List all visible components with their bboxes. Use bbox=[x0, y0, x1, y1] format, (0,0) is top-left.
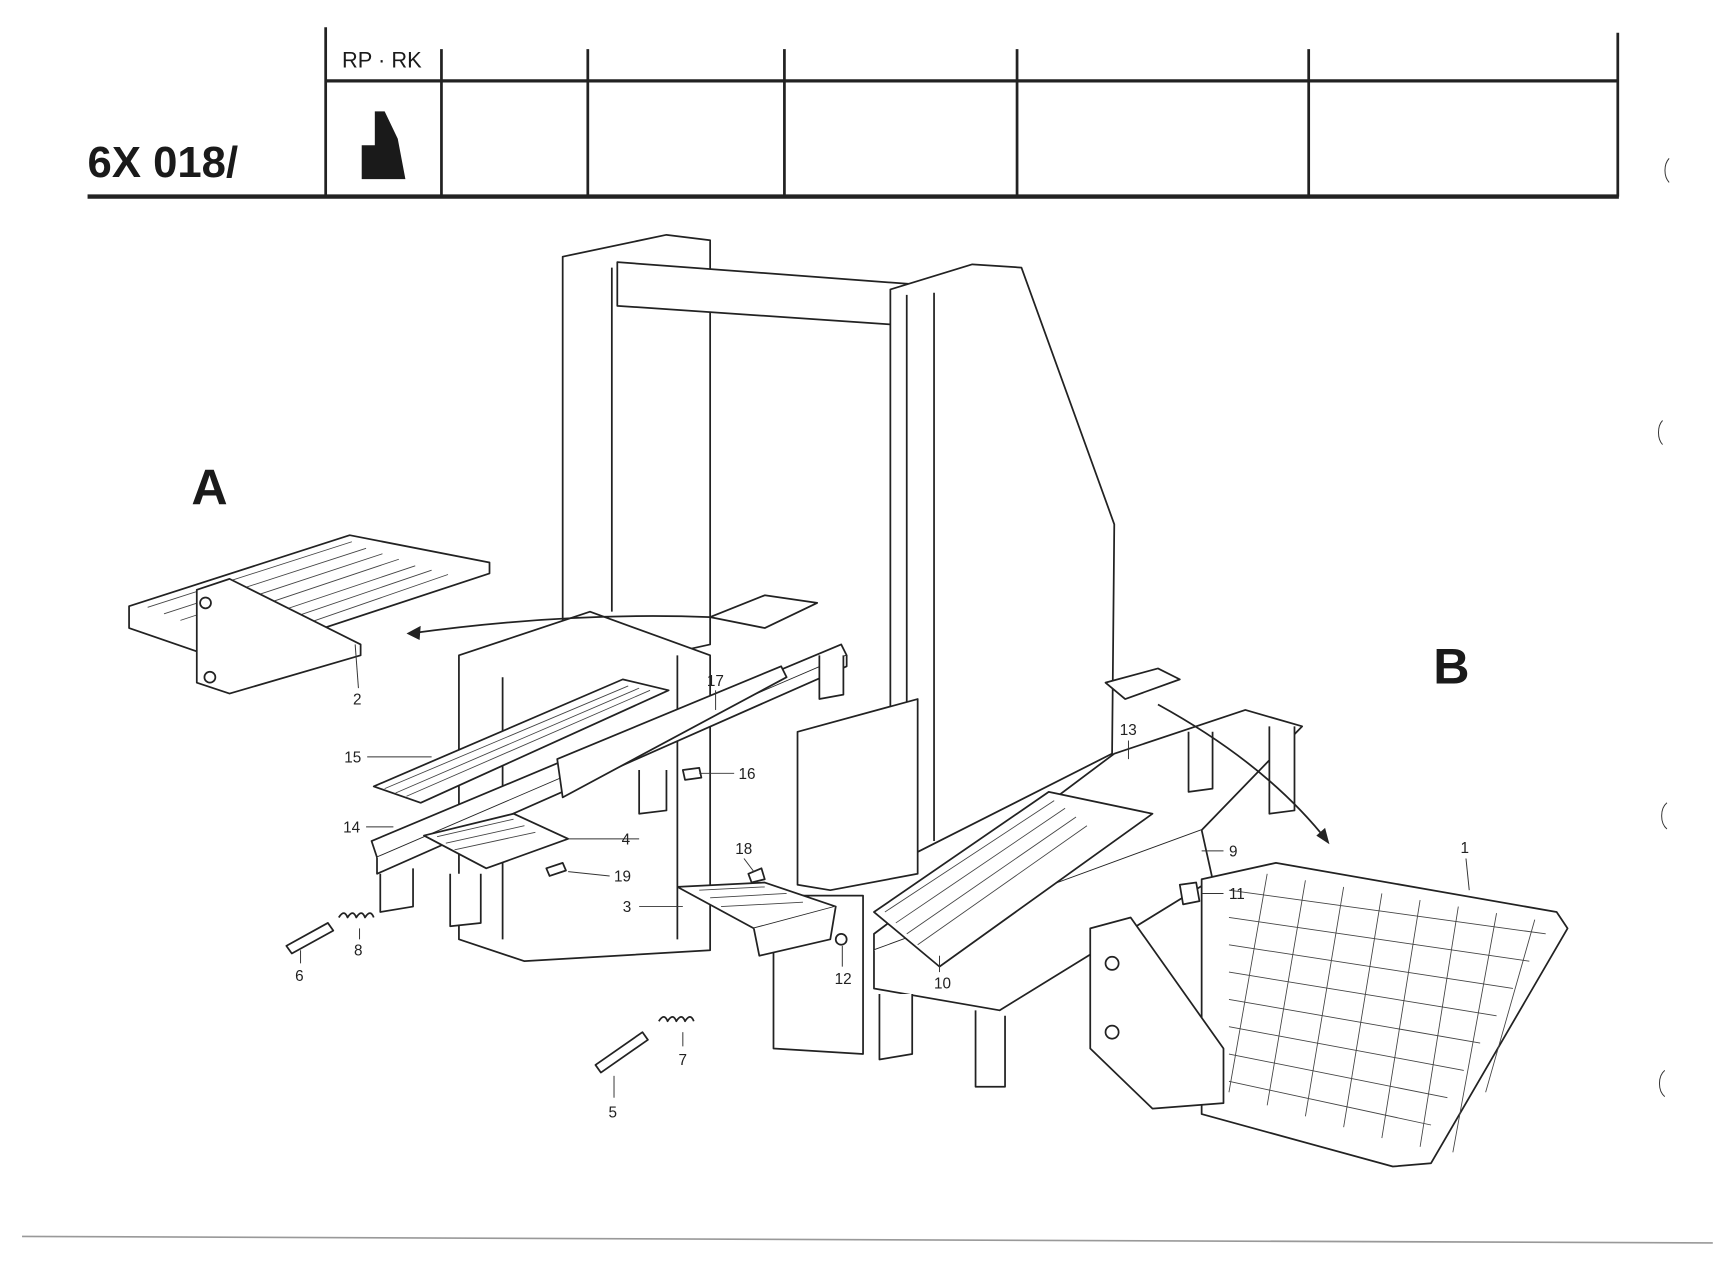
page-edge bbox=[22, 1235, 1713, 1244]
callout-5: 5 bbox=[609, 1104, 618, 1121]
callout-17: 17 bbox=[707, 673, 724, 690]
callout-14: 14 bbox=[343, 819, 360, 836]
callout-7: 7 bbox=[678, 1052, 687, 1069]
part-number: 6X 018/ bbox=[88, 138, 239, 187]
right-rail-assembly bbox=[834, 667, 1304, 1088]
leader-lines bbox=[300, 644, 1470, 1098]
view-label-b: B bbox=[1433, 639, 1469, 695]
machine-silhouette-icon bbox=[361, 111, 406, 180]
callout-8: 8 bbox=[354, 943, 363, 960]
callout-6: 6 bbox=[295, 968, 304, 985]
callout-11: 11 bbox=[1229, 886, 1245, 903]
callout-9: 9 bbox=[1229, 843, 1237, 860]
callout-1: 1 bbox=[1461, 840, 1469, 857]
callout-2: 2 bbox=[353, 691, 362, 708]
column-label: RP · RK bbox=[342, 48, 422, 73]
callout-3: 3 bbox=[623, 899, 632, 916]
platform-a bbox=[128, 534, 711, 695]
view-label-a: A bbox=[191, 460, 227, 516]
callout-10: 10 bbox=[934, 975, 951, 992]
callout-13: 13 bbox=[1120, 722, 1137, 739]
callout-15: 15 bbox=[344, 749, 361, 766]
binder-hole-marks bbox=[1658, 158, 1670, 1097]
callout-16: 16 bbox=[739, 766, 756, 783]
header-table: 6X 018/ RP · RK bbox=[87, 27, 1620, 199]
callout-19: 19 bbox=[614, 868, 631, 885]
left-rail-assembly bbox=[370, 594, 848, 957]
callout-4: 4 bbox=[622, 831, 631, 848]
callout-12: 12 bbox=[835, 971, 852, 988]
callout-18: 18 bbox=[735, 841, 752, 858]
loose-parts bbox=[285, 766, 766, 1074]
platform-b bbox=[1089, 703, 1569, 1168]
